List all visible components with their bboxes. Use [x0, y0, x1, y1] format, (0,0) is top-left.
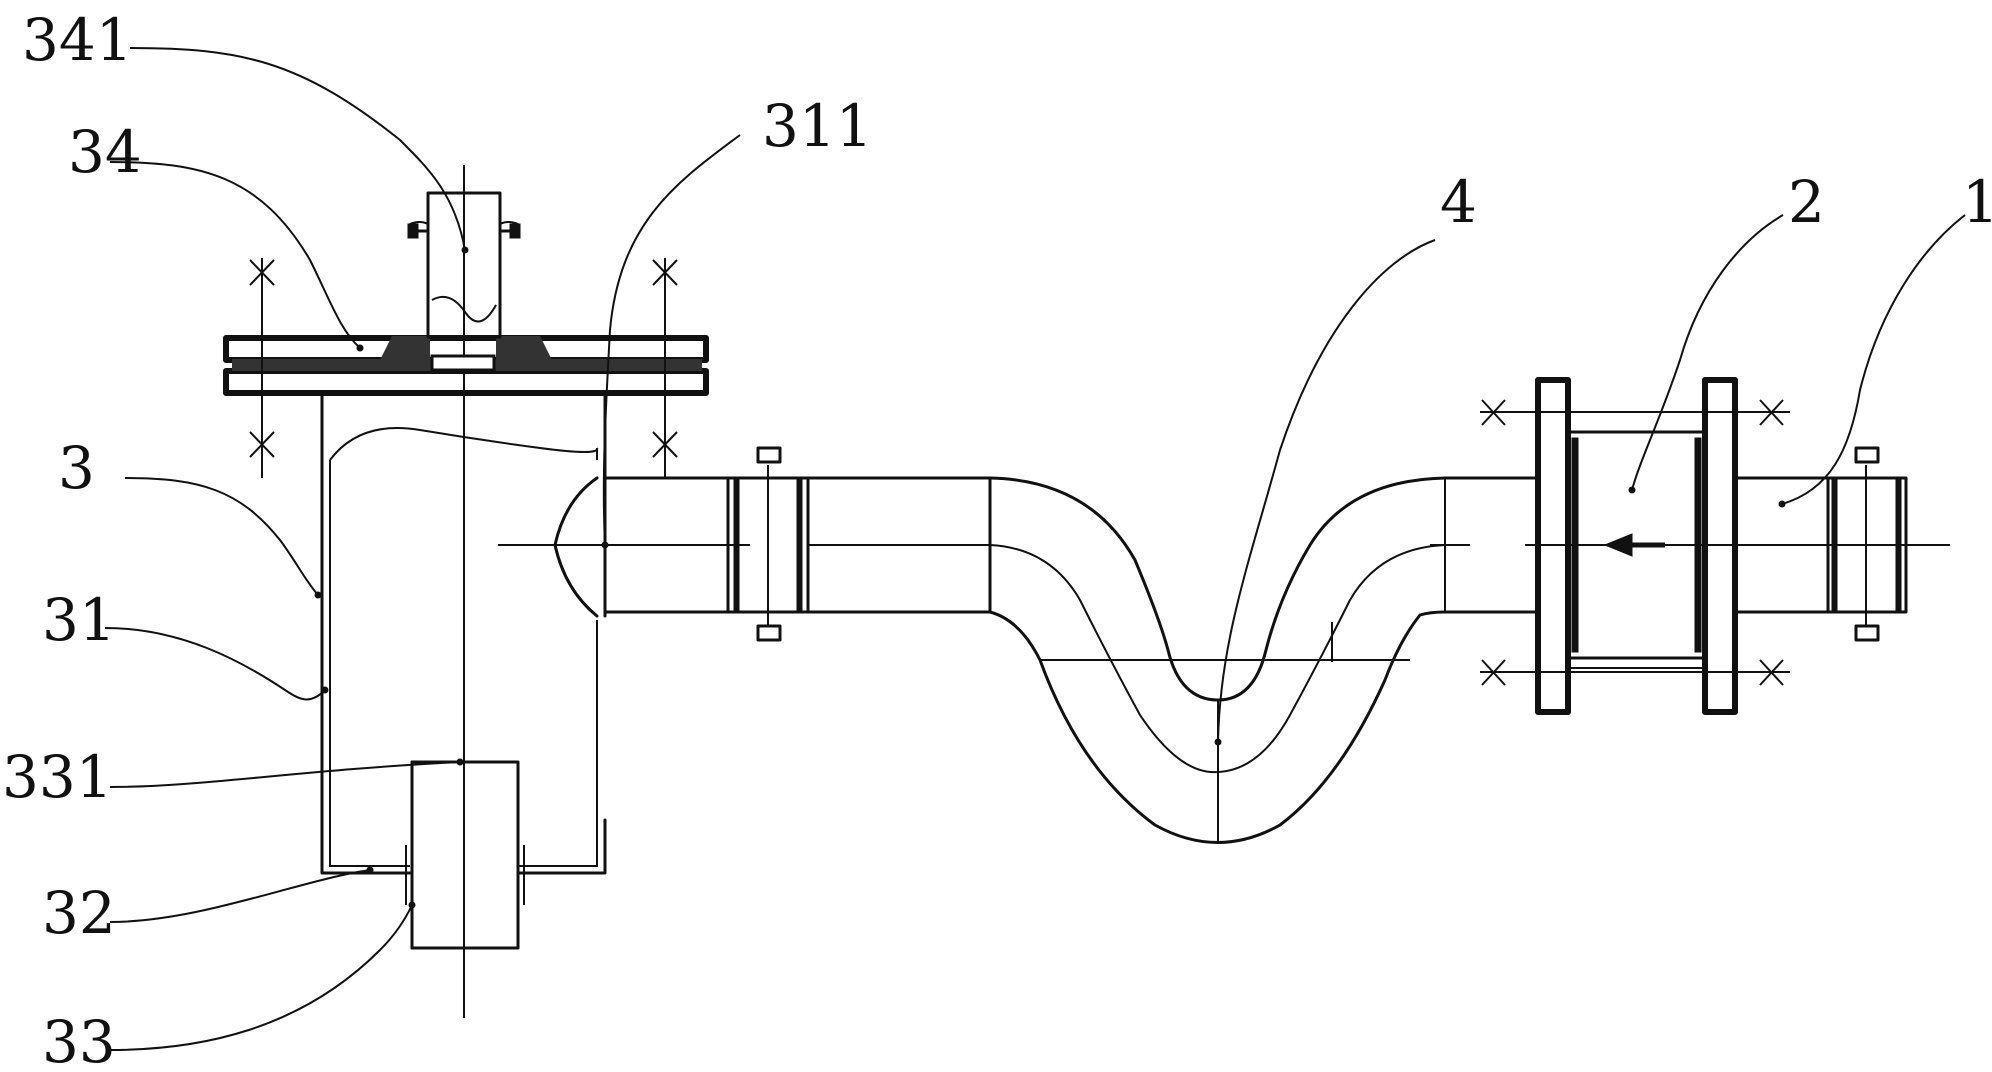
label-3: 3 [58, 434, 95, 502]
label-311: 311 [762, 92, 873, 160]
callout-labels: 341 34 311 4 2 1 3 31 331 32 33 [2, 6, 1992, 1072]
top-flange [223, 258, 709, 478]
label-341: 341 [22, 6, 133, 74]
leader-lines [104, 47, 1966, 1051]
label-31: 31 [42, 586, 116, 654]
right-pipe-segment [1430, 476, 1950, 614]
label-4: 4 [1440, 168, 1477, 236]
label-1: 1 [1962, 168, 1992, 236]
tank-body [320, 165, 607, 1018]
label-32: 32 [42, 879, 116, 947]
label-34: 34 [68, 118, 142, 186]
label-33: 33 [42, 1008, 116, 1072]
bottom-outlet-pipe [405, 760, 525, 950]
inlet-pipe-1 [1733, 446, 1908, 642]
label-331: 331 [2, 743, 113, 811]
tank-inlet-junction [498, 476, 750, 618]
label-2: 2 [1788, 168, 1825, 236]
flow-arrow [1603, 533, 1665, 557]
valve-flanges [1480, 377, 1790, 715]
vent-pipe [407, 191, 521, 339]
u-trap [806, 476, 1447, 844]
